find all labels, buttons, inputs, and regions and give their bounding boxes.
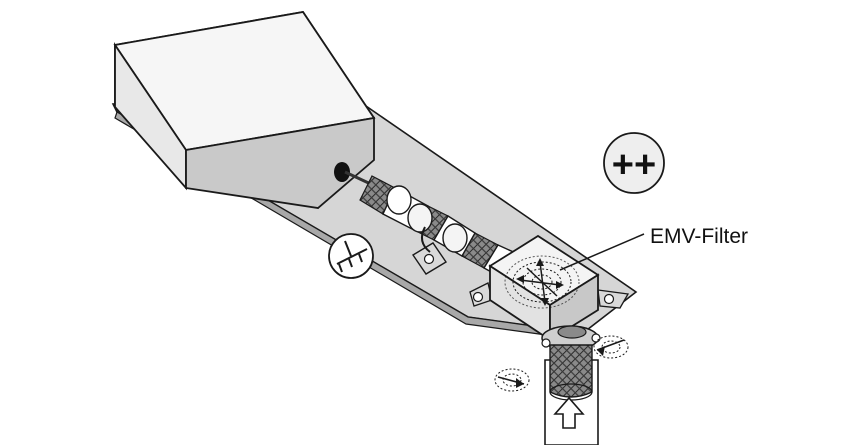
incoming-cable <box>545 345 598 445</box>
rating-badge: ++ <box>604 133 664 193</box>
rating-text: ++ <box>612 144 656 186</box>
emv-filter-label: EMV-Filter <box>650 225 748 248</box>
device-enclosure <box>115 12 374 208</box>
ground-symbol-icon <box>329 234 373 278</box>
